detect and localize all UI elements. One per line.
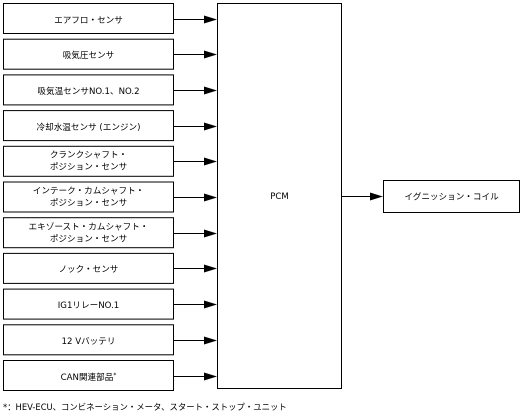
arrow-head [204, 300, 217, 309]
input-box [3, 3, 174, 34]
input-block: 吸気圧センサ [3, 38, 217, 70]
input-block: エキゾースト・カムシャフト・ポジション・センサ [3, 217, 217, 249]
footnote-marker: * [113, 372, 116, 379]
arrow-head [204, 264, 217, 273]
input-box [3, 360, 174, 391]
input-box [3, 74, 174, 106]
input-label: CAN関連部品* [61, 371, 117, 383]
input-label: ポジション・センサ [50, 234, 127, 245]
pcm-to-coil-arrow [341, 192, 383, 201]
arrow-head [204, 15, 217, 24]
footnote: *：HEV-ECU、コンビネーション・メータ、スタート・ストップ・ユニット [3, 402, 287, 412]
input-block: 吸気温センサNO.1、NO.2 [3, 74, 217, 106]
input-label: 冷却水温センサ (エンジン) [37, 121, 141, 133]
input-label: エキゾースト・カムシャフト・ [29, 222, 149, 233]
pcm-label: PCM [270, 192, 289, 202]
input-box [3, 110, 174, 142]
input-label: ノック・センサ [59, 264, 119, 275]
input-box [3, 217, 174, 249]
input-label: クランクシャフト・ [50, 150, 127, 161]
arrow-head [204, 50, 217, 59]
arrow-head [204, 336, 217, 345]
input-label: インテーク・カムシャフト・ [33, 186, 145, 197]
input-block: ノック・センサ [3, 252, 217, 284]
input-label: ポジション・センサ [50, 162, 127, 173]
arrow-head [204, 229, 217, 238]
input-label: 12 Vバッテリ [62, 336, 116, 347]
input-box [3, 38, 174, 70]
arrow-head [204, 86, 217, 95]
input-block: 12 Vバッテリ [3, 324, 217, 356]
input-block: エアフロ・センサ [3, 3, 217, 34]
input-block: インテーク・カムシャフト・ポジション・センサ [3, 181, 217, 213]
pcm-block: PCM [217, 3, 342, 389]
ignition-coil-label: イグニッション・コイル [404, 191, 499, 203]
arrow-head [204, 372, 217, 381]
input-label: エアフロ・センサ [54, 15, 123, 26]
arrow-head [204, 193, 217, 202]
input-label: IG1リレーNO.1 [58, 301, 120, 311]
arrow-head [204, 157, 217, 166]
input-block: 冷却水温センサ (エンジン) [3, 110, 217, 142]
input-box [3, 288, 174, 320]
input-block: クランクシャフト・ポジション・センサ [3, 145, 217, 177]
input-block: IG1リレーNO.1 [3, 288, 217, 320]
input-block: CAN関連部品* [3, 360, 217, 391]
input-label: 吸気圧センサ [63, 49, 115, 61]
ignition-coil-block: イグニッション・コイル [383, 180, 520, 213]
input-label: ポジション・センサ [50, 198, 127, 209]
arrow-head [204, 122, 217, 131]
input-box [3, 324, 174, 356]
input-label: 吸気温センサNO.1、NO.2 [37, 85, 139, 97]
